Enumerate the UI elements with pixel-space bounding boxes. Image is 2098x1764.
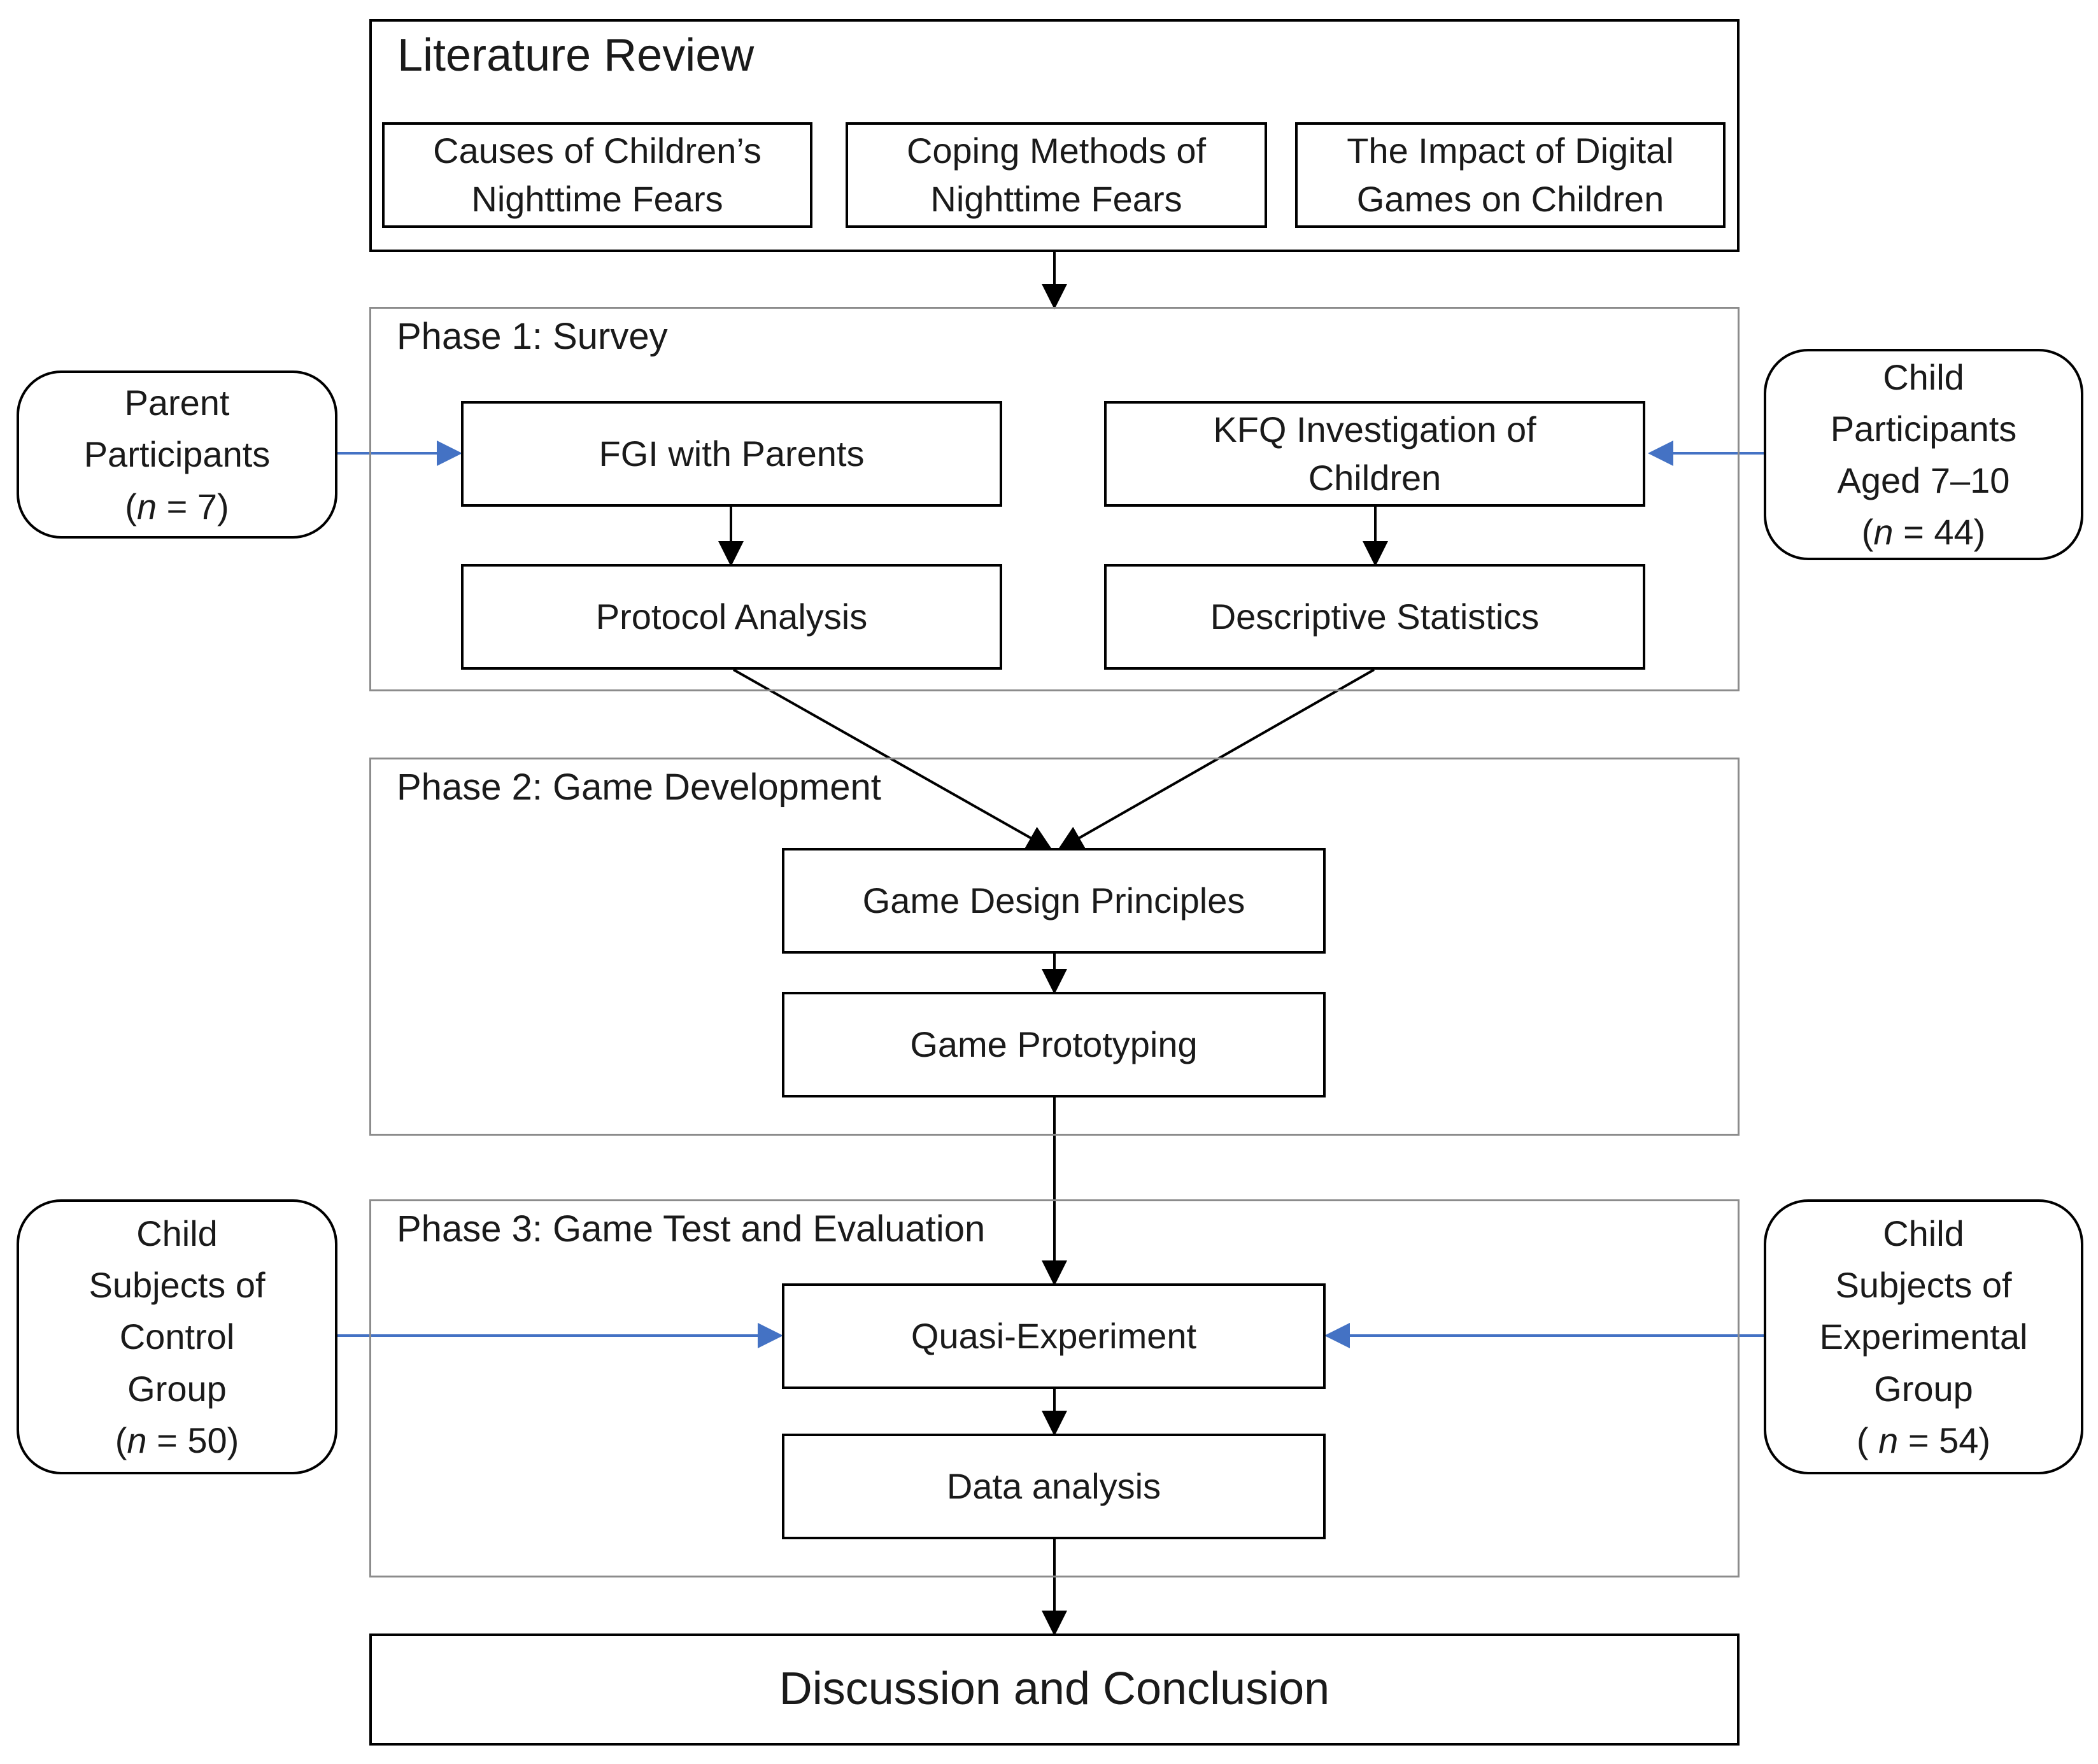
parent-participants-node: Parent Participants (n = 7) xyxy=(17,370,337,539)
control-sample-size: (n = 50) xyxy=(115,1415,239,1466)
children-sample-size: (n = 44) xyxy=(1862,506,1986,558)
topic-causes-of-fears: Causes of Children’s Nighttime Fears xyxy=(382,122,812,228)
experimental-line3: Experimental xyxy=(1819,1316,2028,1357)
descriptive-label: Descriptive Statistics xyxy=(1210,596,1540,637)
parents-line2: Participants xyxy=(83,434,271,475)
parents-n-suffix: = 7) xyxy=(157,486,229,526)
game-design-principles-box: Game Design Principles xyxy=(782,848,1326,954)
control-line2: Subjects of xyxy=(89,1265,266,1306)
experimental-line4: Group xyxy=(1874,1368,1973,1409)
data-analysis-box: Data analysis xyxy=(782,1434,1326,1539)
child-participants-node: Child Participants Aged 7–10 (n = 44) xyxy=(1764,349,2083,560)
literature-review-title: Literature Review xyxy=(397,30,755,81)
protocol-analysis-box: Protocol Analysis xyxy=(461,564,1002,670)
experimental-n-prefix: ( xyxy=(1856,1420,1879,1460)
prototyping-label: Game Prototyping xyxy=(910,1024,1198,1065)
children-n-symbol: n xyxy=(1873,512,1894,553)
kfq-line1: KFQ Investigation of xyxy=(1213,409,1536,450)
experimental-n-symbol: n xyxy=(1878,1420,1899,1460)
discussion-conclusion-box: Discussion and Conclusion xyxy=(369,1633,1740,1746)
phase3-frame: Phase 3: Game Test and Evaluation xyxy=(369,1199,1740,1577)
phase3-title: Phase 3: Game Test and Evaluation xyxy=(397,1208,986,1250)
arrow-protocol-to-principles xyxy=(733,668,1053,850)
topic-digital-games-impact: The Impact of Digital Games on Children xyxy=(1295,122,1726,228)
kfq-investigation-box: KFQ Investigation of Children xyxy=(1104,401,1645,507)
analysis-label: Data analysis xyxy=(946,1466,1161,1507)
kfq-line2: Children xyxy=(1308,458,1442,498)
topic-impact-line1: The Impact of Digital xyxy=(1347,131,1674,171)
fgi-label: FGI with Parents xyxy=(599,434,865,474)
conclusion-label: Discussion and Conclusion xyxy=(779,1663,1330,1715)
phase2-title: Phase 2: Game Development xyxy=(397,766,881,808)
experimental-n-suffix: = 54) xyxy=(1898,1420,1991,1460)
children-n-suffix: = 44) xyxy=(1893,512,1986,553)
topic-causes-line2: Nighttime Fears xyxy=(471,179,723,219)
phase1-title: Phase 1: Survey xyxy=(397,316,668,357)
parents-n-symbol: n xyxy=(136,486,157,526)
children-line3: Aged 7–10 xyxy=(1837,460,2010,500)
children-line1: Child xyxy=(1883,356,1964,397)
control-group-node: Child Subjects of Control Group (n = 50) xyxy=(17,1199,337,1474)
phase2-frame: Phase 2: Game Development xyxy=(369,758,1740,1136)
experiment-label: Quasi-Experiment xyxy=(911,1316,1197,1357)
topic-causes-line1: Causes of Children’s xyxy=(433,131,762,171)
experimental-group-node: Child Subjects of Experimental Group ( n… xyxy=(1764,1199,2083,1474)
parents-n-prefix: ( xyxy=(125,486,137,526)
quasi-experiment-box: Quasi-Experiment xyxy=(782,1283,1326,1389)
principles-label: Game Design Principles xyxy=(862,880,1245,921)
parents-sample-size: (n = 7) xyxy=(125,481,229,532)
literature-review-frame: Literature Review xyxy=(369,19,1740,252)
control-line1: Child xyxy=(136,1213,218,1254)
experimental-line2: Subjects of xyxy=(1835,1265,2012,1306)
control-n-prefix: ( xyxy=(115,1420,127,1460)
experimental-line1: Child xyxy=(1883,1213,1964,1254)
game-prototyping-box: Game Prototyping xyxy=(782,992,1326,1097)
topic-impact-line2: Games on Children xyxy=(1356,179,1664,219)
control-line4: Group xyxy=(127,1368,227,1409)
topic-coping-methods: Coping Methods of Nighttime Fears xyxy=(846,122,1267,228)
arrow-descriptive-to-principles xyxy=(1057,668,1375,850)
experimental-sample-size: ( n = 54) xyxy=(1857,1415,1990,1466)
children-line2: Participants xyxy=(1830,408,2017,449)
control-n-symbol: n xyxy=(127,1420,147,1460)
fgi-with-parents-box: FGI with Parents xyxy=(461,401,1002,507)
control-line3: Control xyxy=(119,1316,235,1357)
children-n-prefix: ( xyxy=(1861,512,1874,553)
control-n-suffix: = 50) xyxy=(146,1420,239,1460)
descriptive-statistics-box: Descriptive Statistics xyxy=(1104,564,1645,670)
protocol-label: Protocol Analysis xyxy=(595,596,868,637)
topic-coping-line1: Coping Methods of xyxy=(906,131,1207,171)
topic-coping-line2: Nighttime Fears xyxy=(930,179,1182,219)
parents-line1: Parent xyxy=(124,383,230,423)
